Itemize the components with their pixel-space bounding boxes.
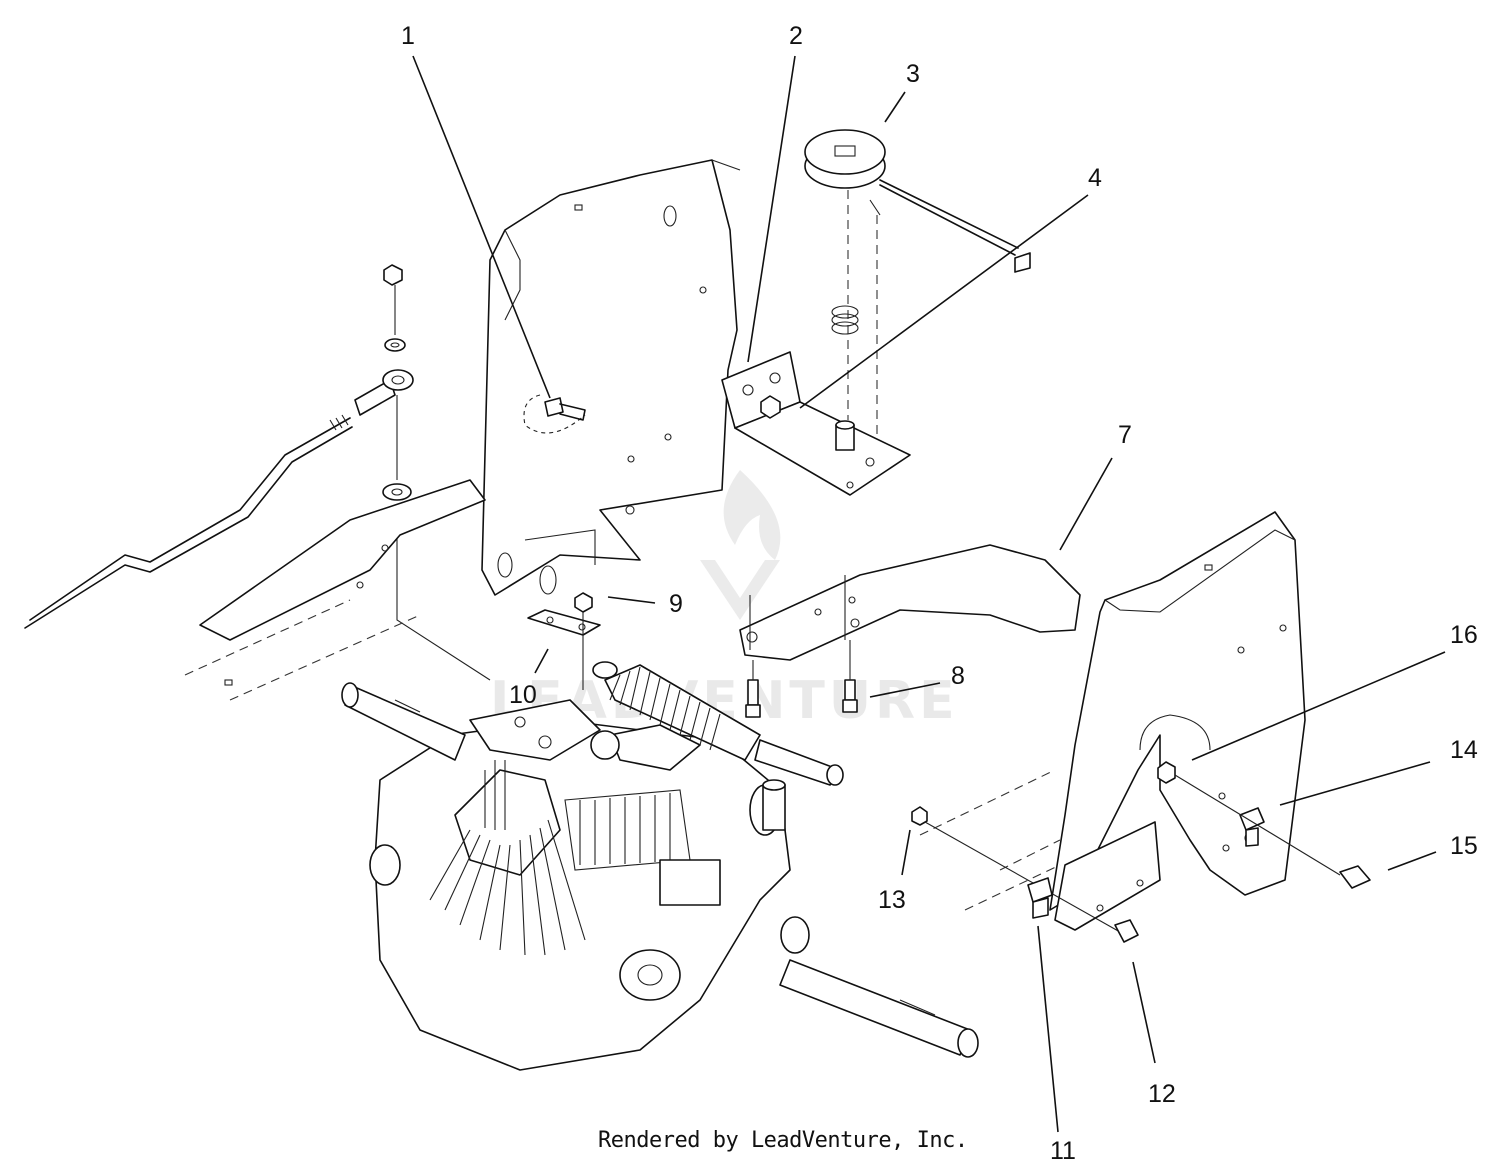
lower-washer	[382, 483, 412, 501]
callout-9: 9	[669, 590, 683, 618]
washer	[384, 338, 406, 352]
callout-10: 10	[509, 681, 537, 709]
part-13-nut	[911, 806, 1121, 933]
callout-3: 3	[906, 60, 920, 88]
spring-and-post	[831, 305, 859, 451]
part-4-nut	[760, 395, 781, 419]
callout-7: 7	[1118, 421, 1132, 449]
ball-joint	[354, 369, 414, 416]
right-lower-bracket	[919, 769, 1161, 931]
callout-11: 11	[1050, 1137, 1076, 1165]
part-9-nut	[574, 592, 593, 613]
callout-leaders	[412, 55, 1446, 1133]
watermark-logo	[700, 470, 781, 620]
callout-4: 4	[1088, 164, 1102, 192]
part-8-bolt	[745, 640, 858, 718]
part-2-bracket	[721, 351, 911, 496]
callout-labels: 1 2 3 4 7 8 9 10 11 12 13 14 15 16	[401, 22, 1478, 1165]
left-axle	[341, 682, 466, 761]
callout-1: 1	[401, 22, 415, 50]
callout-14: 14	[1450, 736, 1478, 764]
part-1-bolt	[544, 397, 586, 421]
right-axle	[779, 959, 979, 1058]
callout-2: 2	[789, 22, 803, 50]
footer-credit: Rendered by LeadVenture, Inc.	[598, 1128, 968, 1153]
part-16-nut	[1157, 761, 1176, 784]
lower-left-frame	[184, 479, 486, 701]
right-side-plate	[1049, 511, 1306, 911]
part-7-lever	[739, 544, 1081, 661]
callout-12: 12	[1148, 1080, 1176, 1108]
upper-nut	[383, 264, 403, 286]
part-15-bolt	[1174, 774, 1371, 889]
part-3-switch	[804, 129, 1031, 440]
callout-16: 16	[1450, 621, 1478, 649]
part-10-plate	[527, 609, 601, 636]
part-14-clip	[1239, 807, 1265, 847]
left-control-rod	[24, 414, 353, 629]
callout-13: 13	[878, 886, 906, 914]
left-side-plate	[481, 159, 741, 596]
callout-8: 8	[951, 662, 965, 690]
part-11-clip	[1027, 877, 1053, 919]
callout-15: 15	[1450, 832, 1478, 860]
control-spring	[592, 661, 844, 831]
part-12-bolt	[1114, 919, 1139, 943]
